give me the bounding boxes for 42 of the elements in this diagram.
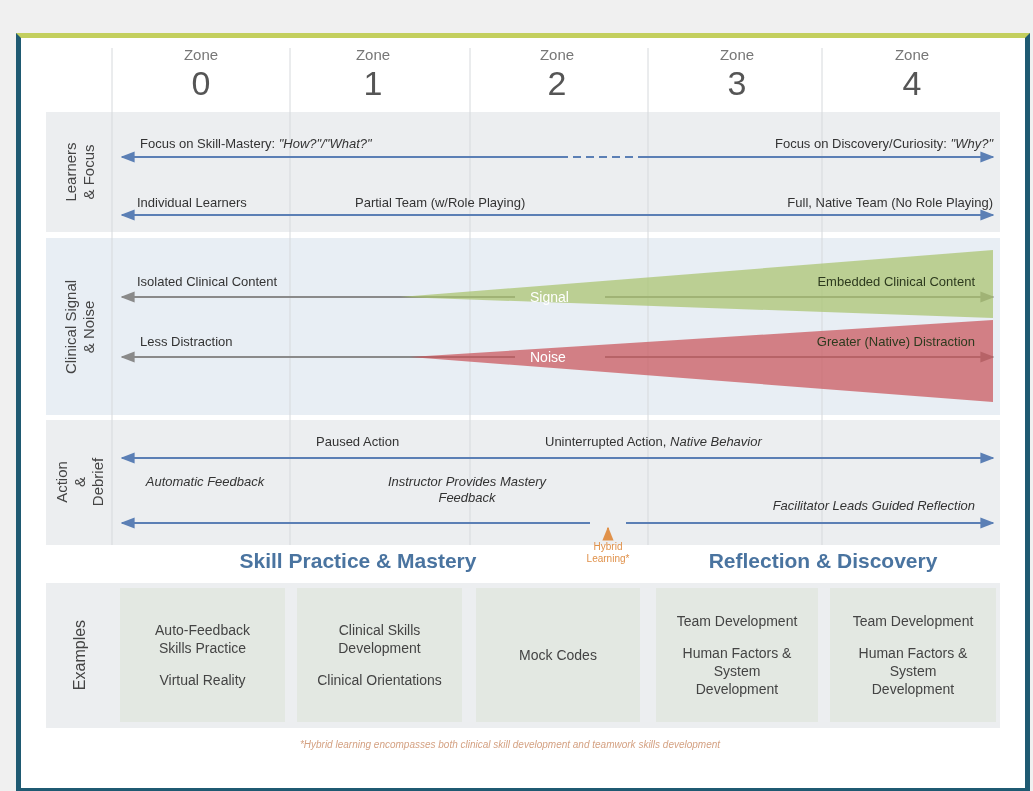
spectrum-label: Partial Team (w/Role Playing) [355,195,526,211]
zone-label: Zone [893,47,931,63]
example-text: Clinical Orientations [317,671,442,689]
spectrum-label: Uninterrupted Action, Native Behavior [545,434,762,450]
section-heading: Skill Practice & Mastery [238,548,478,574]
feedback-label: Instructor Provides Mastery Feedback [386,474,548,506]
example-text: Virtual Reality [159,671,246,689]
row-header: Examples [70,618,89,693]
spectrum-label: Focus on Skill-Mastery: "How?"/"What?" [140,136,372,152]
wedge-label: Signal [530,289,569,305]
zone-number: 4 [901,64,923,102]
row-header: Clinical Signal & Noise [61,278,98,377]
example-text: Team Development [852,612,974,630]
zone-number: 3 [726,64,748,102]
spectrum-label: Embedded Clinical Content [817,274,975,290]
feedback-label: Automatic Feedback [145,474,265,490]
example-text: Clinical Skills Development [337,621,422,657]
example-text: Human Factors & System Development [857,644,969,698]
footnote: *Hybrid learning encompasses both clinical skill development and teamwork skills development [298,738,722,752]
zone-label: Zone [354,47,392,63]
section-heading: Reflection & Discovery [707,548,939,574]
zone-number: 1 [362,64,384,102]
example-text: Auto-Feedback Skills Practice [154,621,251,657]
example-text: Human Factors & System Development [681,644,793,698]
spectrum-label: Paused Action [316,434,400,450]
feedback-label: Facilitator Leads Guided Reflection [772,498,975,514]
spectrum-label: Full, Native Team (No Role Playing) [787,195,993,211]
example-text: Team Development [676,612,798,630]
wedge-label: Noise [530,349,566,365]
spectrum-label: Less Distraction [140,334,233,350]
spectrum-label: Focus on Discovery/Curiosity: "Why?" [774,136,993,152]
row-header: Learners & Focus [61,141,98,204]
zone-label: Zone [538,47,576,63]
zone-label: Zone [718,47,756,63]
zone-number: 0 [190,64,212,102]
example-text: Mock Codes [519,646,597,664]
zone-label: Zone [182,47,220,63]
zone-number: 2 [546,64,568,102]
spectrum-label: Individual Learners [137,195,247,211]
hybrid-note: Hybrid Learning* [585,541,631,565]
spectrum-label: Isolated Clinical Content [137,274,278,290]
spectrum-label: Greater (Native) Distraction [816,334,975,350]
